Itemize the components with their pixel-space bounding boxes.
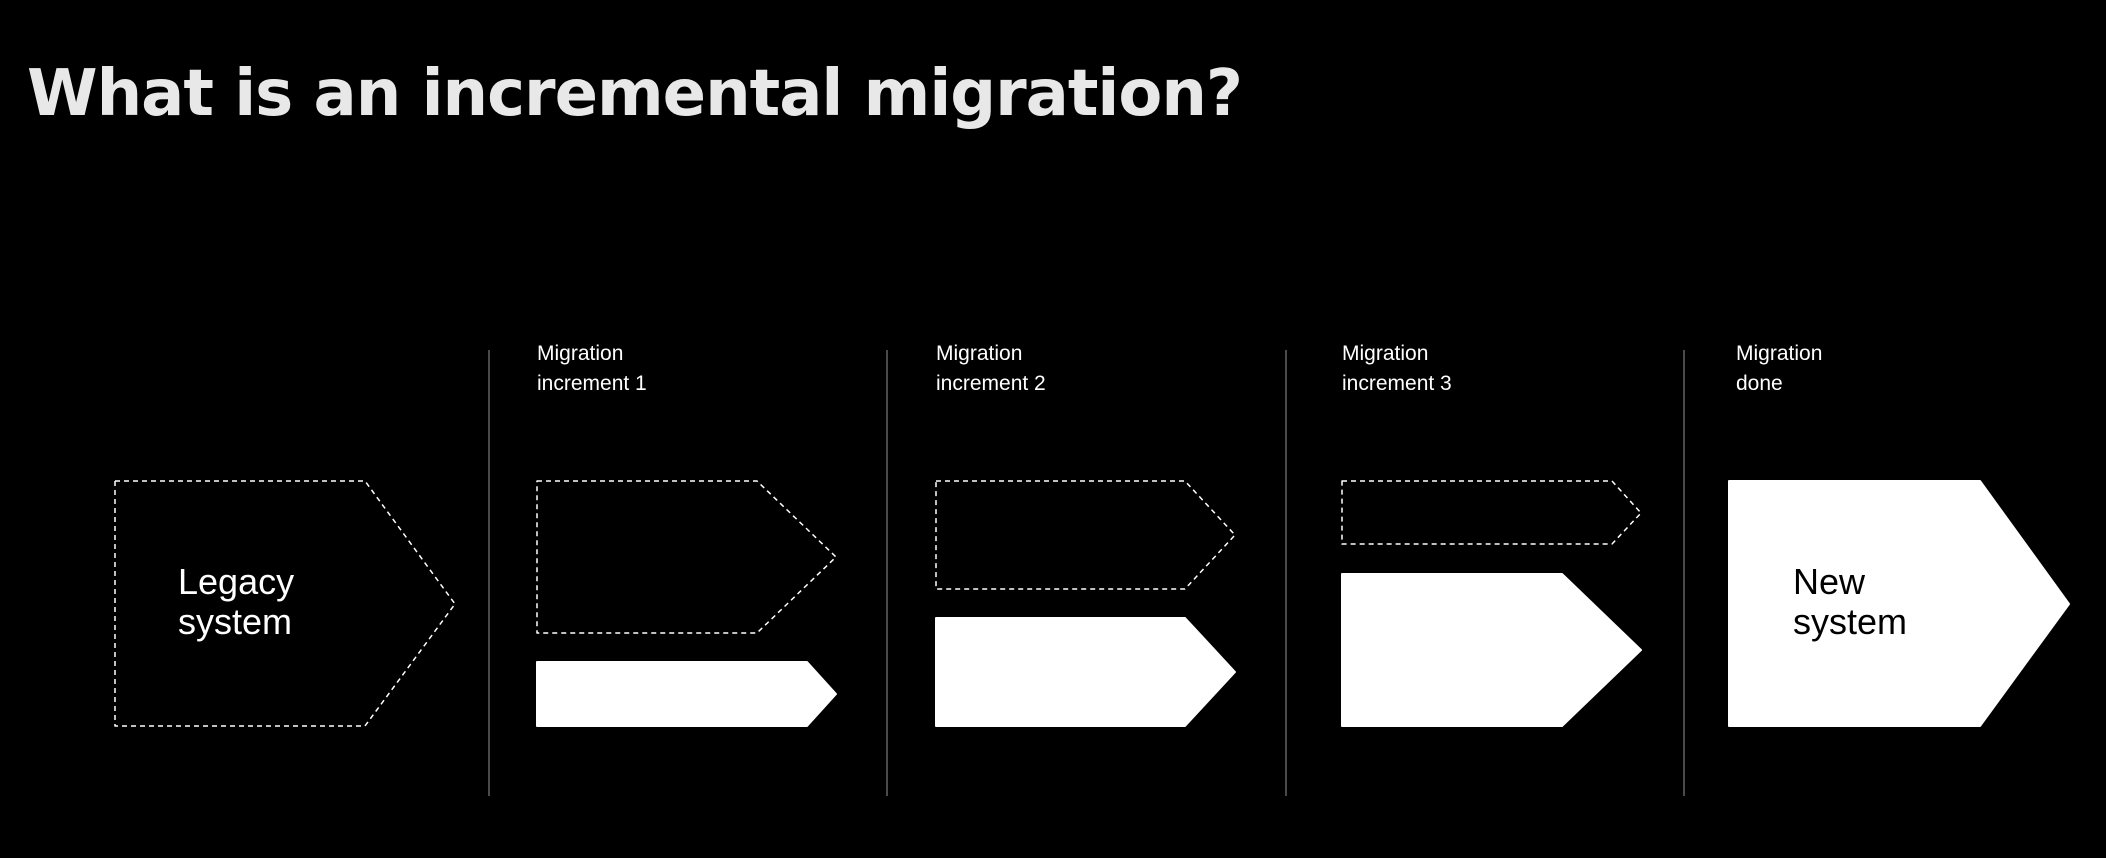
new-portion-shape [1341,573,1642,727]
legacy-remaining-shape [536,480,837,634]
legacy-system-shape [114,480,456,727]
new-label-line1: New [1793,561,1866,602]
stage-label-line2: done [1736,372,1783,395]
new-label-line2: system [1793,601,1908,642]
stage-label-increment-2: Migration increment 2 [936,339,1046,399]
stage-label-line2: increment 3 [1342,372,1452,395]
new-portion-shape [536,661,837,727]
stage-label-line2: increment 1 [537,372,647,395]
new-system-label: New system [1793,562,1907,642]
stage-label-increment-3: Migration increment 3 [1342,339,1452,399]
new-portion-shape [935,617,1236,727]
stage-label-line1: Migration [1342,342,1429,365]
legacy-system-label: Legacy system [178,562,294,642]
legacy-remaining-shape [1341,480,1642,545]
stage-label-line2: increment 2 [936,372,1046,395]
stage-label-line1: Migration [1736,342,1823,365]
stage-label-done: Migration done [1736,339,1822,399]
stage-label-line1: Migration [936,342,1023,365]
page-title: What is an incremental migration? [27,57,1243,131]
stage-label-line1: Migration [537,342,624,365]
legacy-remaining-shape [935,480,1236,590]
legacy-label-line1: Legacy [178,561,295,602]
legacy-label-line2: system [178,601,293,642]
new-system-shape [1728,480,2070,727]
stage-label-increment-1: Migration increment 1 [537,339,647,399]
